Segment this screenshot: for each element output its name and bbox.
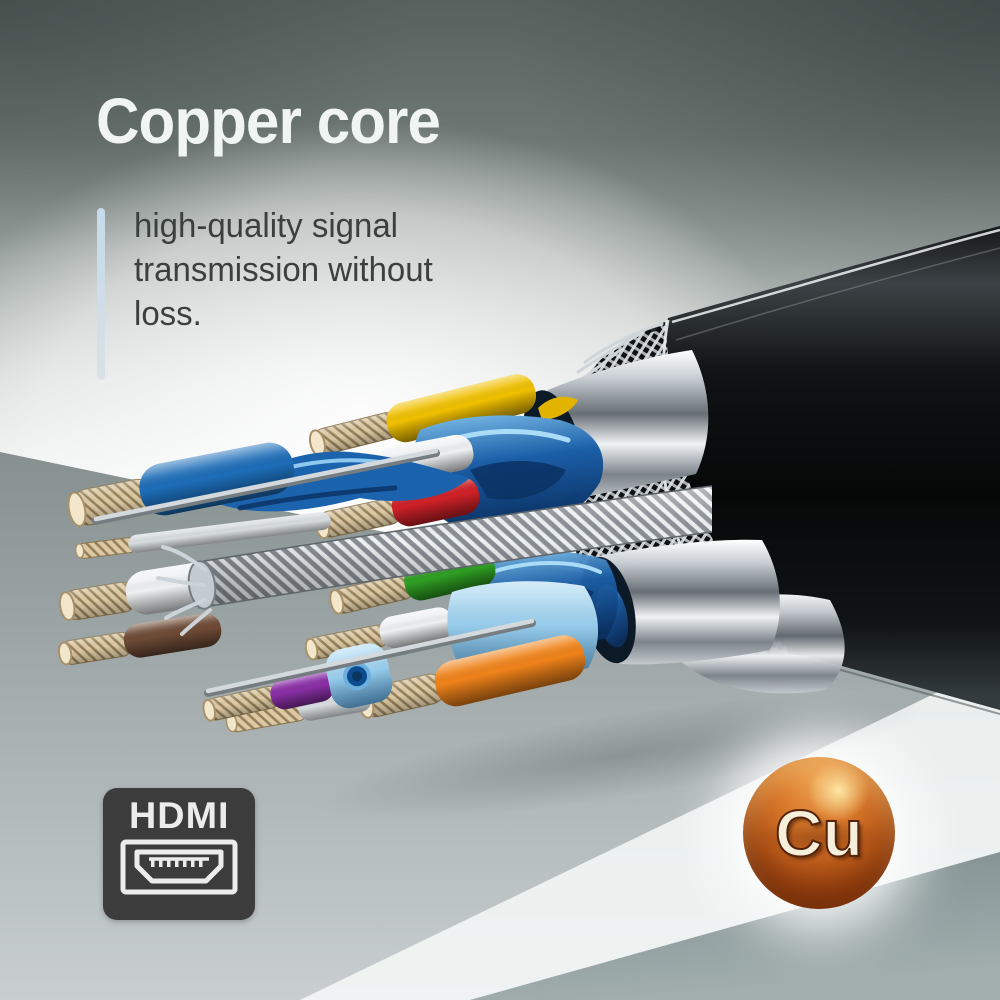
subtitle-line-1: high-quality signal — [134, 207, 399, 245]
accent-bar — [97, 208, 105, 380]
subtitle-line-3: loss. — [134, 295, 202, 333]
subtitle-line-2: transmission without — [134, 251, 433, 289]
wire-orange — [357, 635, 586, 719]
copper-symbol-label: Cu — [774, 796, 864, 870]
jacket-top-highlight — [671, 228, 1000, 324]
drain-wire-thin — [74, 512, 331, 559]
hdmi-logo: HDMI — [103, 788, 255, 920]
drain-rod-lower — [204, 618, 536, 697]
drain-rod-upper — [92, 448, 440, 525]
steel-strand — [156, 485, 713, 636]
wire-purple — [202, 671, 334, 722]
wire-brown — [57, 613, 222, 666]
cable-shadow — [313, 692, 927, 820]
subtitle: high-quality signal transmission without… — [134, 204, 433, 336]
strand-frays — [156, 545, 212, 636]
hdmi-connector-icon — [120, 839, 238, 895]
wire-yellow — [308, 374, 537, 457]
hdmi-logo-label: HDMI — [128, 795, 230, 836]
page-title: Copper core — [96, 85, 441, 157]
wire-white-lower — [304, 607, 454, 661]
copper-symbol-sphere: Cu — [743, 757, 895, 909]
yellow-wire-inside-foil — [538, 396, 578, 420]
